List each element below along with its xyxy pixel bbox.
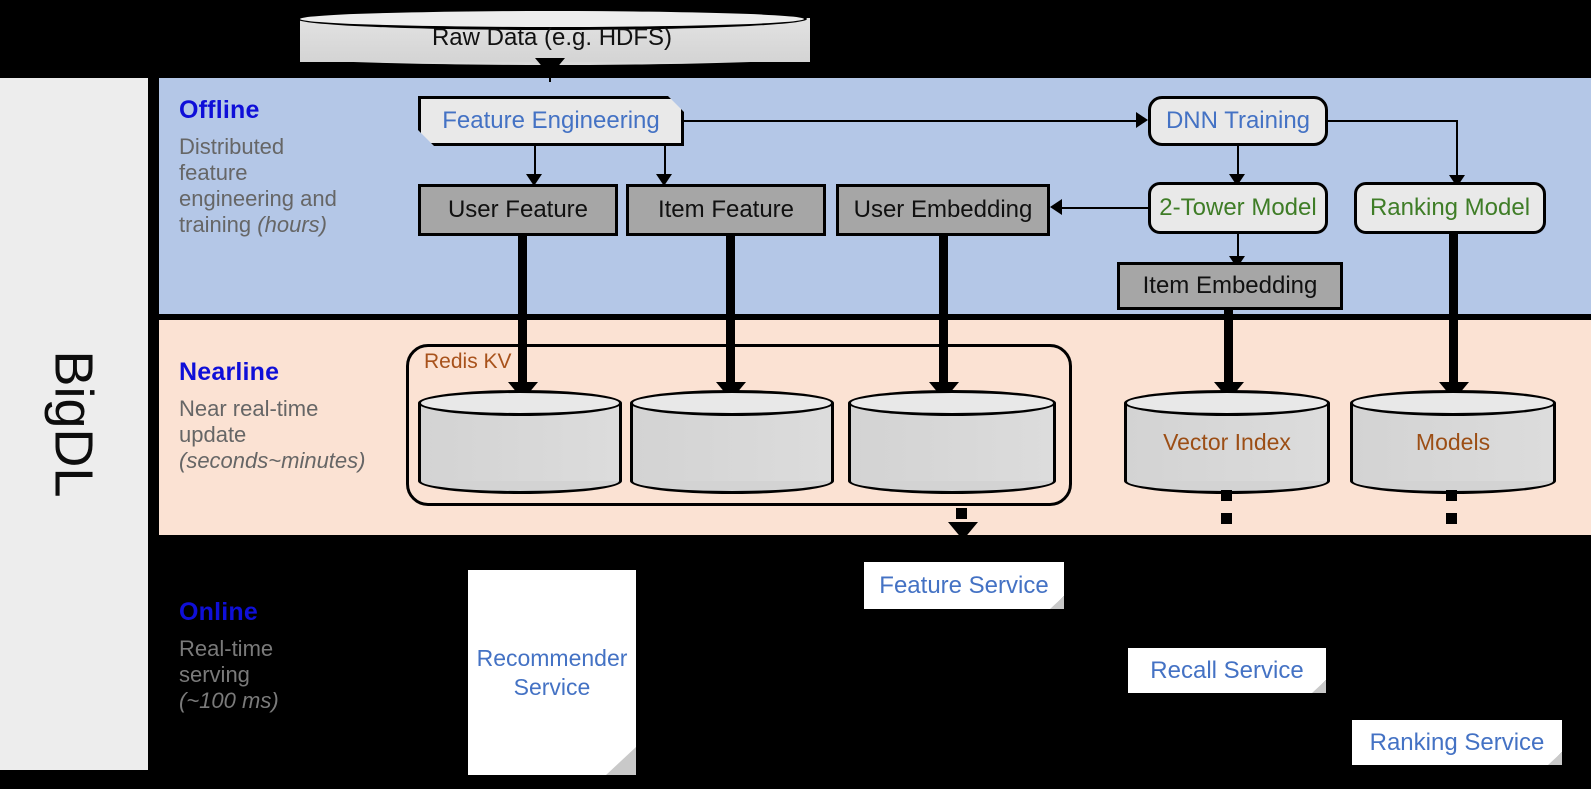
dnn-training-box[interactable]: DNN Training bbox=[1148, 96, 1328, 146]
bigdl-label: BigDL bbox=[43, 350, 104, 498]
pipe-itemfeature-redis bbox=[726, 236, 735, 388]
redis-cylinder-2[interactable] bbox=[630, 390, 834, 494]
pipe-itemembedding-vectorindex bbox=[1224, 310, 1233, 388]
ranking-model-label: Ranking Model bbox=[1369, 194, 1531, 221]
pipe-userembedding-redis bbox=[939, 236, 948, 388]
user-embedding-label: User Embedding bbox=[853, 196, 1033, 223]
item-feature-box[interactable]: Item Feature bbox=[626, 184, 826, 236]
offline-stage-text: Offline Distributed feature engineering … bbox=[179, 96, 389, 238]
dash-recall-1 bbox=[1221, 490, 1232, 501]
dash-featureservice-1 bbox=[956, 508, 967, 519]
item-embedding-box[interactable]: Item Embedding bbox=[1117, 262, 1343, 310]
online-stage-text: Online Real-time serving (~100 ms) bbox=[179, 598, 409, 714]
item-feature-label: Item Feature bbox=[657, 196, 795, 223]
redis-cylinder-1-label bbox=[418, 390, 622, 494]
models-label: Models bbox=[1415, 428, 1491, 455]
vector-index-cylinder[interactable]: Vector Index bbox=[1124, 390, 1330, 494]
dnn-training-label: DNN Training bbox=[1165, 107, 1311, 134]
ranking-model-box[interactable]: Ranking Model bbox=[1354, 182, 1546, 234]
redis-cylinder-1[interactable] bbox=[418, 390, 622, 494]
connector-fe-dnn bbox=[684, 120, 1144, 122]
recommender-service-line1: Recommender bbox=[476, 644, 628, 671]
two-tower-model-box[interactable]: 2-Tower Model bbox=[1148, 182, 1328, 234]
bigdl-framework-panel: BigDL bbox=[0, 78, 148, 770]
connector-dnn-ranking-v bbox=[1456, 120, 1458, 178]
cylinder-top bbox=[848, 390, 1056, 416]
two-tower-model-label: 2-Tower Model bbox=[1159, 194, 1317, 221]
user-embedding-box[interactable]: User Embedding bbox=[836, 184, 1050, 236]
redis-kv-label: Redis KV bbox=[424, 350, 512, 373]
arrowhead-fe-userfeature bbox=[526, 174, 542, 186]
dash-ranking-2 bbox=[1446, 513, 1457, 524]
vector-index-label: Vector Index bbox=[1163, 428, 1291, 455]
dash-ranking-1 bbox=[1446, 490, 1457, 501]
feature-engineering-label: Feature Engineering bbox=[442, 107, 660, 134]
models-cylinder[interactable]: Models bbox=[1350, 390, 1556, 494]
cylinder-body bbox=[848, 403, 1056, 481]
user-feature-label: User Feature bbox=[447, 196, 589, 223]
pipe-rankingmodel-models bbox=[1449, 234, 1458, 388]
offline-description: Distributed feature engineering and trai… bbox=[179, 134, 337, 237]
connector-fe-userfeature bbox=[534, 146, 536, 178]
redis-kv-group bbox=[406, 344, 1072, 506]
cylinder-body bbox=[1350, 403, 1556, 481]
connector-twotower-itemembedding bbox=[1237, 234, 1239, 260]
redis-cylinder-3[interactable] bbox=[848, 390, 1056, 494]
online-title: Online bbox=[179, 598, 258, 626]
arrowhead-rawdata-fe bbox=[535, 58, 565, 76]
cylinder-top bbox=[1350, 390, 1556, 416]
feature-service-box[interactable]: Feature Service bbox=[864, 562, 1064, 609]
connector-twotower-userembedding bbox=[1062, 207, 1150, 209]
pipe-userfeature-redis bbox=[518, 236, 527, 388]
arrowhead-twotower-userembedding bbox=[1050, 199, 1062, 215]
arrowhead-fe-dnn bbox=[1136, 112, 1148, 128]
dash-recall-2 bbox=[1221, 513, 1232, 524]
cylinder-top bbox=[297, 8, 807, 30]
connector-dnn-twotower bbox=[1237, 146, 1239, 178]
redis-cylinder-2-label bbox=[630, 390, 834, 494]
cylinder-top bbox=[630, 390, 834, 416]
user-feature-box[interactable]: User Feature bbox=[418, 184, 618, 236]
ranking-service-box[interactable]: Ranking Service bbox=[1352, 720, 1562, 765]
cylinder-body bbox=[1124, 403, 1330, 481]
arrowhead-fe-itemfeature bbox=[656, 174, 672, 186]
recall-service-box[interactable]: Recall Service bbox=[1128, 648, 1326, 693]
recall-service-label: Recall Service bbox=[1150, 656, 1304, 684]
cylinder-top bbox=[418, 390, 622, 416]
nearline-stage-text: Nearline Near real-time update (seconds~… bbox=[179, 358, 409, 474]
feature-service-label: Feature Service bbox=[879, 571, 1049, 599]
ranking-service-label: Ranking Service bbox=[1369, 728, 1545, 756]
connector-fe-itemfeature bbox=[664, 146, 666, 178]
raw-data-cylinder: Raw Data (e.g. HDFS) bbox=[297, 8, 813, 68]
cylinder-body bbox=[418, 403, 622, 481]
item-embedding-label: Item Embedding bbox=[1142, 272, 1318, 299]
online-description: Real-time serving (~100 ms) bbox=[179, 636, 279, 713]
feature-engineering-box[interactable]: Feature Engineering bbox=[418, 96, 684, 146]
cylinder-body bbox=[630, 403, 834, 481]
connector-dnn-ranking-h bbox=[1328, 120, 1458, 122]
recommender-service-line2: Service bbox=[513, 673, 591, 700]
offline-title: Offline bbox=[179, 96, 260, 124]
raw-data-label: Raw Data (e.g. HDFS) bbox=[431, 24, 673, 51]
nearline-description: Near real-time update (seconds~minutes) bbox=[179, 396, 366, 473]
recommender-service-document[interactable]: Recommender Service bbox=[468, 570, 636, 775]
redis-cylinder-3-label bbox=[848, 390, 1056, 494]
arrowhead-redis-featureservice bbox=[948, 522, 978, 540]
cylinder-top bbox=[1124, 390, 1330, 416]
nearline-title: Nearline bbox=[179, 358, 280, 386]
